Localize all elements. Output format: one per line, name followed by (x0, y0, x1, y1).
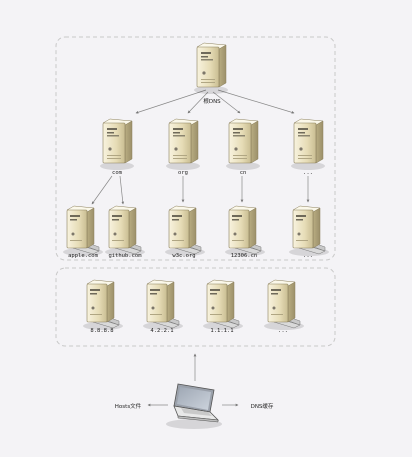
domain-server-github: github.com (104, 205, 146, 259)
domain-server-12306: 12306.cn (224, 205, 266, 259)
public-dns-8888: 8.8.8.8 (82, 279, 124, 334)
domain-label: w3c.org (172, 253, 195, 259)
dns-cache-label: DNS缓存 (251, 402, 274, 410)
public-dns-4221: 4.2.2.1 (142, 279, 184, 334)
tld-server-com: com (99, 118, 135, 176)
tld-label: com (112, 170, 123, 176)
domain-server-more: ... (288, 205, 330, 259)
tld-label: ... (303, 170, 313, 176)
domain-label: 12306.cn (231, 253, 258, 259)
root-dns-label: 根DNS (203, 97, 221, 105)
public-dns-1111: 1.1.1.1 (202, 279, 244, 334)
domain-label: github.com (108, 253, 142, 259)
tld-server-more: ... (290, 118, 326, 176)
tld-server-cn: cn (225, 118, 261, 176)
connectors (91, 89, 310, 407)
domain-server-apple: apple.com (62, 205, 104, 259)
public-dns-label: 4.2.2.1 (150, 328, 173, 334)
public-dns-more: ... (263, 279, 305, 334)
domain-server-w3c: w3c.org (164, 205, 206, 259)
dns-hierarchy-group (55, 36, 336, 261)
tld-label: cn (240, 170, 247, 176)
tld-server-org: org (165, 118, 201, 176)
root-dns-server: 根DNS (193, 42, 229, 105)
domain-label: apple.com (68, 253, 98, 259)
tld-label: org (178, 170, 188, 176)
public-dns-label: 8.8.8.8 (90, 328, 113, 334)
client-laptop (165, 383, 223, 430)
domain-label: ... (303, 253, 313, 259)
hosts-file-label: Hosts文件 (115, 402, 142, 410)
public-dns-group (55, 267, 336, 347)
public-dns-label: 1.1.1.1 (210, 328, 233, 334)
public-dns-label: ... (278, 328, 288, 334)
